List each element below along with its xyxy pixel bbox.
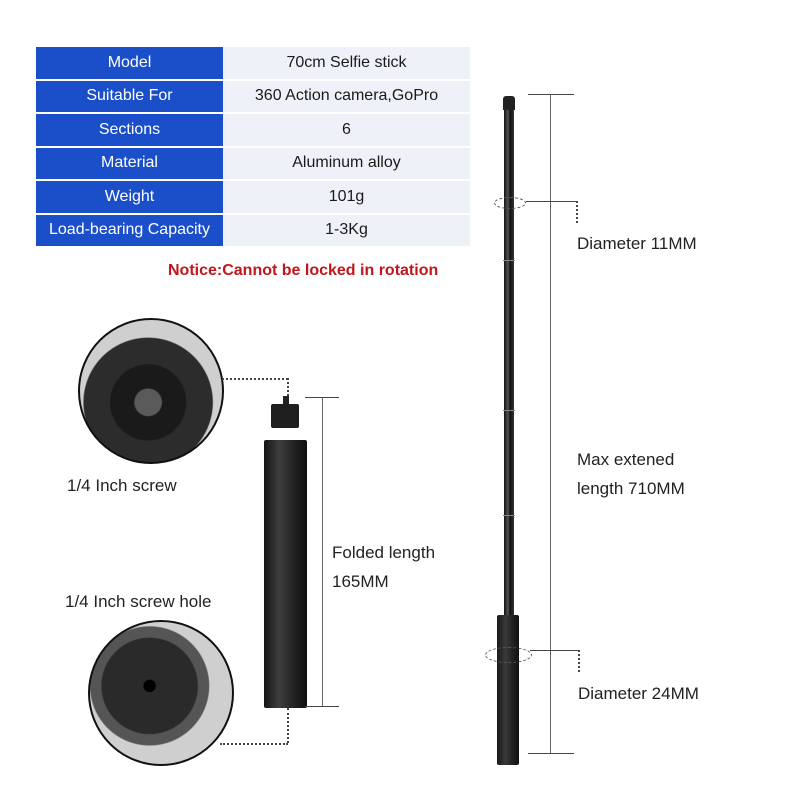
screw-detail-image (78, 318, 224, 464)
screw-label: 1/4 Inch screw (67, 476, 177, 495)
spec-table: Model 70cm Selfie stick Suitable For 360… (36, 47, 470, 248)
dimension-line-top (528, 94, 574, 95)
stick-tip (503, 96, 515, 110)
spec-row-material: Material Aluminum alloy (36, 147, 470, 181)
spec-value: Aluminum alloy (223, 147, 470, 181)
spec-value: 1-3Kg (223, 214, 470, 248)
max-length-label-line1: Max extened (577, 450, 675, 469)
spec-key: Weight (36, 181, 223, 215)
dimension-line-bottom (528, 753, 574, 754)
diameter-leader-dash-top (576, 201, 578, 223)
spec-key: Load-bearing Capacity (36, 214, 223, 248)
spec-value: 360 Action camera,GoPro (223, 80, 470, 114)
screw-hole-leader-vertical (287, 708, 289, 743)
diameter-leader-top (526, 201, 578, 202)
max-length-label-line2: length 710MM (577, 479, 685, 498)
stick-handle-section (497, 615, 519, 765)
spec-value: 70cm Selfie stick (223, 47, 470, 81)
spec-key: Model (36, 47, 223, 81)
rotation-notice: Notice:Cannot be locked in rotation (168, 262, 439, 279)
spec-row-sections: Sections 6 (36, 114, 470, 148)
dimension-line-vertical (550, 94, 551, 753)
screw-leader-horizontal (222, 378, 288, 380)
diameter-leader-dash-bottom (578, 650, 580, 672)
spec-row-model: Model 70cm Selfie stick (36, 47, 470, 81)
diameter-ring-top-icon (494, 197, 526, 209)
diameter-ring-bottom-icon (485, 647, 532, 663)
spec-row-load-capacity: Load-bearing Capacity 1-3Kg (36, 214, 470, 248)
spec-key: Material (36, 147, 223, 181)
folded-dimension-vertical (322, 397, 323, 706)
screw-hole-detail-image (88, 620, 234, 766)
spec-value: 6 (223, 114, 470, 148)
spec-row-weight: Weight 101g (36, 181, 470, 215)
folded-length-label-line1: Folded length (332, 543, 436, 562)
spec-key: Suitable For (36, 80, 223, 114)
spec-row-suitable-for: Suitable For 360 Action camera,GoPro (36, 80, 470, 114)
folded-stick-cap (271, 404, 299, 428)
stick-segment-joint (503, 410, 515, 411)
diameter-bottom-label: Diameter 24MM (578, 684, 699, 703)
diameter-top-label: Diameter 11MM (577, 234, 697, 253)
folded-length-label-line2: 165MM (332, 572, 389, 591)
folded-stick-screw (283, 396, 289, 405)
folded-dimension-bottom (305, 706, 339, 707)
screw-hole-label: 1/4 Inch screw hole (65, 592, 212, 611)
folded-stick-body (264, 440, 307, 708)
spec-value: 101g (223, 181, 470, 215)
screw-leader-vertical (287, 378, 289, 396)
diameter-leader-bottom (530, 650, 580, 651)
stick-segment-joint (503, 260, 515, 261)
screw-hole-leader-horizontal (220, 743, 288, 745)
stick-segment-joint (503, 515, 515, 516)
spec-key: Sections (36, 114, 223, 148)
stick-thin-section (504, 100, 514, 630)
